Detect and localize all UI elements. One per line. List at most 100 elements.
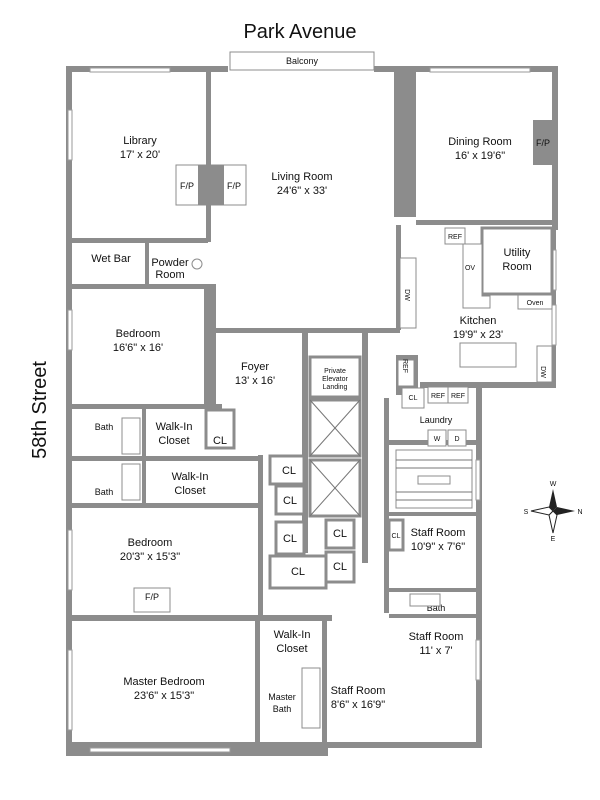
bedroom1-name: Bedroom xyxy=(116,328,161,340)
powder-line2: Room xyxy=(155,269,184,281)
ref-label-2: REF xyxy=(401,359,408,373)
w-label: W xyxy=(434,436,441,443)
cl-kitchen-label: CL xyxy=(409,395,418,402)
staff1-dims: 10'9" x 7'6" xyxy=(411,541,465,553)
staff2-dims: 11' x 7' xyxy=(419,645,452,657)
master-bath-line2: Bath xyxy=(273,704,292,714)
staff1-name: Staff Room xyxy=(411,527,466,539)
bath3-label: Bath xyxy=(427,603,446,613)
foyer-name: Foyer xyxy=(241,361,269,373)
elevator-landing xyxy=(308,355,362,399)
foyer-dims: 13' x 16' xyxy=(235,375,275,387)
utility-line2: Room xyxy=(502,261,531,273)
dw-label-1: DW xyxy=(403,289,410,301)
staircase xyxy=(395,449,473,509)
walkin1-line2: Closet xyxy=(158,435,189,447)
ref-label-4: REF xyxy=(451,393,465,400)
elevator-line3: Landing xyxy=(323,384,348,391)
balcony-label: Balcony xyxy=(286,56,319,66)
walkin2-line2: Closet xyxy=(174,485,205,497)
fp-bedroom-label: F/P xyxy=(145,592,159,602)
compass-icon xyxy=(530,489,575,534)
cl-1: CL xyxy=(213,435,227,447)
ref-label-3: REF xyxy=(431,393,445,400)
shower-icon xyxy=(121,463,141,501)
street-58th: 58th Street xyxy=(29,361,51,459)
counter-right xyxy=(536,345,553,383)
master-name: Master Bedroom xyxy=(123,676,204,688)
sink-icon xyxy=(191,258,203,270)
ref-kitchen-1 xyxy=(444,227,466,245)
ref-kitchen-4 xyxy=(447,386,469,404)
walkin1-line1: Walk-In xyxy=(156,421,193,433)
walkin3-line2: Closet xyxy=(276,643,307,655)
laundry-label: Laundry xyxy=(420,415,453,425)
staff3-dims: 8'6" x 16'9" xyxy=(331,699,385,711)
cl-5: CL xyxy=(291,566,305,578)
elevator-line1: Private xyxy=(324,368,346,375)
fp-library-label: F/P xyxy=(180,181,194,191)
walkin2-line1: Walk-In xyxy=(172,471,209,483)
cl-4: CL xyxy=(283,533,297,545)
master-bath-line1: Master xyxy=(268,692,296,702)
staff2-name: Staff Room xyxy=(409,631,464,643)
closet-kitchen xyxy=(401,387,425,409)
dining-dims: 16' x 19'6" xyxy=(455,150,505,162)
counter xyxy=(462,243,491,309)
d-label: D xyxy=(454,436,459,443)
powder-line1: Powder xyxy=(151,257,189,269)
compass-w: W xyxy=(550,481,557,488)
dw-label-2: DW xyxy=(539,366,546,378)
master-tub-icon xyxy=(301,667,321,729)
tub-icon xyxy=(121,417,141,455)
dryer xyxy=(447,429,467,447)
cl-7: CL xyxy=(333,561,347,573)
ref-label: REF xyxy=(448,234,462,241)
washer xyxy=(427,429,447,447)
bedroom1-dims: 16'6" x 16' xyxy=(113,342,163,354)
balcony xyxy=(229,51,375,71)
wet-bar-label: Wet Bar xyxy=(91,253,131,265)
oven xyxy=(517,294,553,310)
fireplace-dining xyxy=(533,120,552,165)
compass-n: N xyxy=(577,509,582,516)
elevator-line2: Elevator xyxy=(322,376,348,383)
cl-6: CL xyxy=(333,528,347,540)
kitchen-name: Kitchen xyxy=(460,315,497,327)
bath1-label: Bath xyxy=(95,422,114,432)
kitchen-dims: 19'9" x 23' xyxy=(453,329,503,341)
bedroom2-name: Bedroom xyxy=(128,537,173,549)
closets xyxy=(204,408,405,590)
elevator-shafts xyxy=(308,398,362,518)
cl-8: CL xyxy=(392,533,401,540)
utility-line1: Utility xyxy=(504,247,531,259)
dining-name: Dining Room xyxy=(448,136,512,148)
library-name: Library xyxy=(123,135,157,147)
compass-s: S xyxy=(524,509,529,516)
cl-2: CL xyxy=(282,465,296,477)
living-name: Living Room xyxy=(271,171,332,183)
fireplace-library-living xyxy=(175,164,247,206)
staff3-name: Staff Room xyxy=(331,685,386,697)
compass-e: E xyxy=(551,536,556,543)
living-dims: 24'6" x 33' xyxy=(277,185,327,197)
master-dims: 23'6" x 15'3" xyxy=(134,690,194,702)
library-dims: 17' x 20' xyxy=(120,149,160,161)
fireplace-bedroom xyxy=(133,587,171,613)
windows xyxy=(67,67,557,753)
walkin3-line1: Walk-In xyxy=(274,629,311,641)
utility-room xyxy=(480,226,554,296)
interior-walls xyxy=(72,72,552,746)
ref-kitchen-2 xyxy=(397,359,415,387)
bedroom2-dims: 20'3" x 15'3" xyxy=(120,551,180,563)
bath2-label: Bath xyxy=(95,487,114,497)
fp-living-label: F/P xyxy=(227,181,241,191)
kitchen-island xyxy=(459,342,517,368)
fp-dining-label: F/P xyxy=(536,138,550,148)
ov-label: OV xyxy=(465,265,475,272)
street-park-avenue: Park Avenue xyxy=(243,21,356,43)
staff-tub-icon xyxy=(409,593,441,607)
cl-3: CL xyxy=(283,495,297,507)
counter-dw xyxy=(399,257,417,329)
